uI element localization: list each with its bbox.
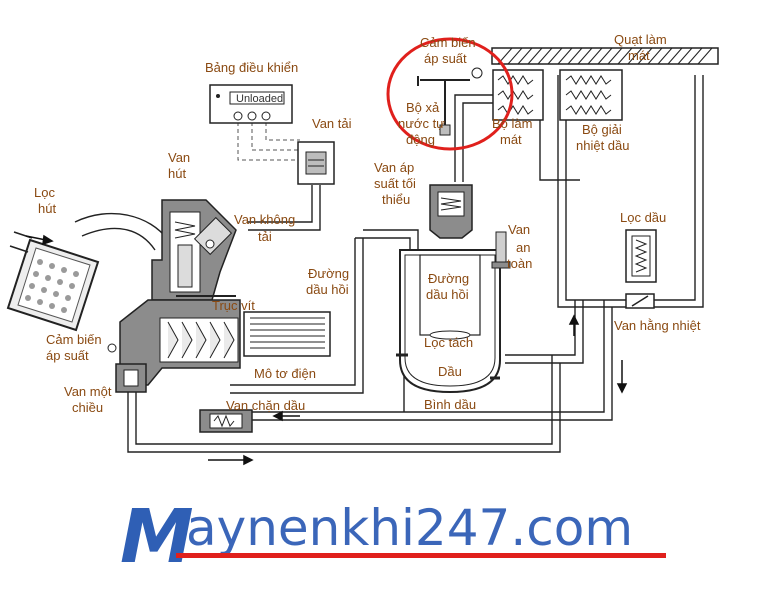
label-pressure-sensor-left-2: áp suất: [46, 348, 89, 363]
control-wiring: [237, 122, 300, 161]
logo-underline: [176, 553, 666, 558]
unload-valve: [193, 216, 233, 256]
suction-valve: [151, 199, 237, 301]
label-min-pressure-valve-1: Van áp: [374, 160, 414, 175]
safety-valve-body: [491, 231, 511, 269]
label-oil-cooler-2: nhiệt dầu: [576, 138, 630, 153]
flow-arrows: [25, 234, 628, 466]
label-panel-status: Unloaded: [236, 93, 283, 105]
electric-motor: [243, 311, 331, 357]
brand-logo: M aynenkhi247.com: [120, 494, 666, 580]
label-load-valve: Van tải: [312, 116, 352, 131]
pressure-gauge-left: [107, 343, 117, 353]
label-oil-return-tank-2: dầu hồi: [426, 287, 469, 302]
label-oil-cooler-1: Bộ giải: [582, 122, 622, 137]
air-cooler-unit: [492, 69, 544, 121]
label-air-cooler-1: Bộ làm: [492, 116, 532, 131]
label-oil-stop-valve: Van chặn dầu: [226, 398, 305, 413]
check-valve: [115, 363, 147, 393]
thermostatic-valve-body: [625, 293, 655, 309]
label-check-valve-1: Van một: [64, 384, 112, 399]
label-oil-filter: Lọc dầu: [620, 210, 666, 225]
label-cooling-fan-2: mát: [628, 48, 650, 63]
label-motor: Mô tơ điện: [254, 366, 316, 381]
load-valve-body: [297, 141, 335, 185]
label-drain-3: động: [406, 132, 435, 147]
logo-initial: M: [120, 494, 194, 580]
label-safety-valve-1: Van: [508, 222, 530, 237]
intake-filter: [6, 231, 100, 332]
label-suction-valve-2: hút: [168, 166, 186, 181]
oil-filter-body: [625, 229, 657, 283]
label-unload-valve-2: tải: [258, 229, 272, 244]
label-intake-filter-1: Lọc: [34, 185, 55, 200]
label-air-cooler-2: mát: [500, 132, 522, 147]
label-pressure-sensor-top-2: áp suất: [424, 51, 467, 66]
label-oil-return-left-1: Đường: [308, 266, 349, 281]
drain-assembly: [417, 67, 483, 136]
highlight-circle: [386, 37, 514, 151]
label-oil: Dầu: [438, 364, 462, 379]
label-safety-valve-2: an: [516, 240, 530, 255]
oil-cooler-unit: [559, 69, 623, 121]
label-min-pressure-valve-3: thiểu: [382, 192, 410, 207]
oil-stop-valve-body: [199, 409, 253, 433]
label-safety-valve-3: toàn: [507, 256, 532, 271]
min-pressure-valve-body: [429, 184, 473, 239]
label-cooling-fan-1: Quạt làm: [614, 32, 667, 47]
screw-compressor: [119, 295, 241, 386]
label-intake-filter-2: hút: [38, 201, 56, 216]
label-drain-1: Bộ xả: [406, 100, 440, 115]
label-oil-tank: Bình dầu: [424, 397, 476, 412]
oil-tank-body: [396, 249, 501, 394]
control-panel-box: [209, 84, 293, 124]
label-pressure-sensor-left-1: Cảm biến: [46, 332, 102, 347]
label-drain-2: nước tự: [398, 116, 445, 131]
label-separator: Lọc tách: [424, 335, 473, 350]
label-oil-return-left-2: dầu hồi: [306, 282, 349, 297]
label-check-valve-2: chiều: [72, 400, 103, 415]
labels: Bảng điều khiển Unloaded Van tải Van hút…: [34, 32, 701, 415]
label-pressure-sensor-top-1: Cảm biến: [420, 35, 476, 50]
label-unload-valve-1: Van không: [234, 212, 295, 227]
label-oil-return-tank-1: Đường: [428, 271, 469, 286]
label-suction-valve-1: Van: [168, 150, 190, 165]
label-screw-shaft: Trục vít: [212, 298, 255, 313]
label-min-pressure-valve-2: suất tối: [374, 176, 416, 191]
label-control-panel: Bảng điều khiển: [205, 60, 298, 75]
label-thermostatic-valve: Van hằng nhiệt: [614, 318, 701, 333]
cooling-fan-bar: [491, 47, 719, 65]
logo-wordmark: aynenkhi247.com: [186, 499, 633, 557]
